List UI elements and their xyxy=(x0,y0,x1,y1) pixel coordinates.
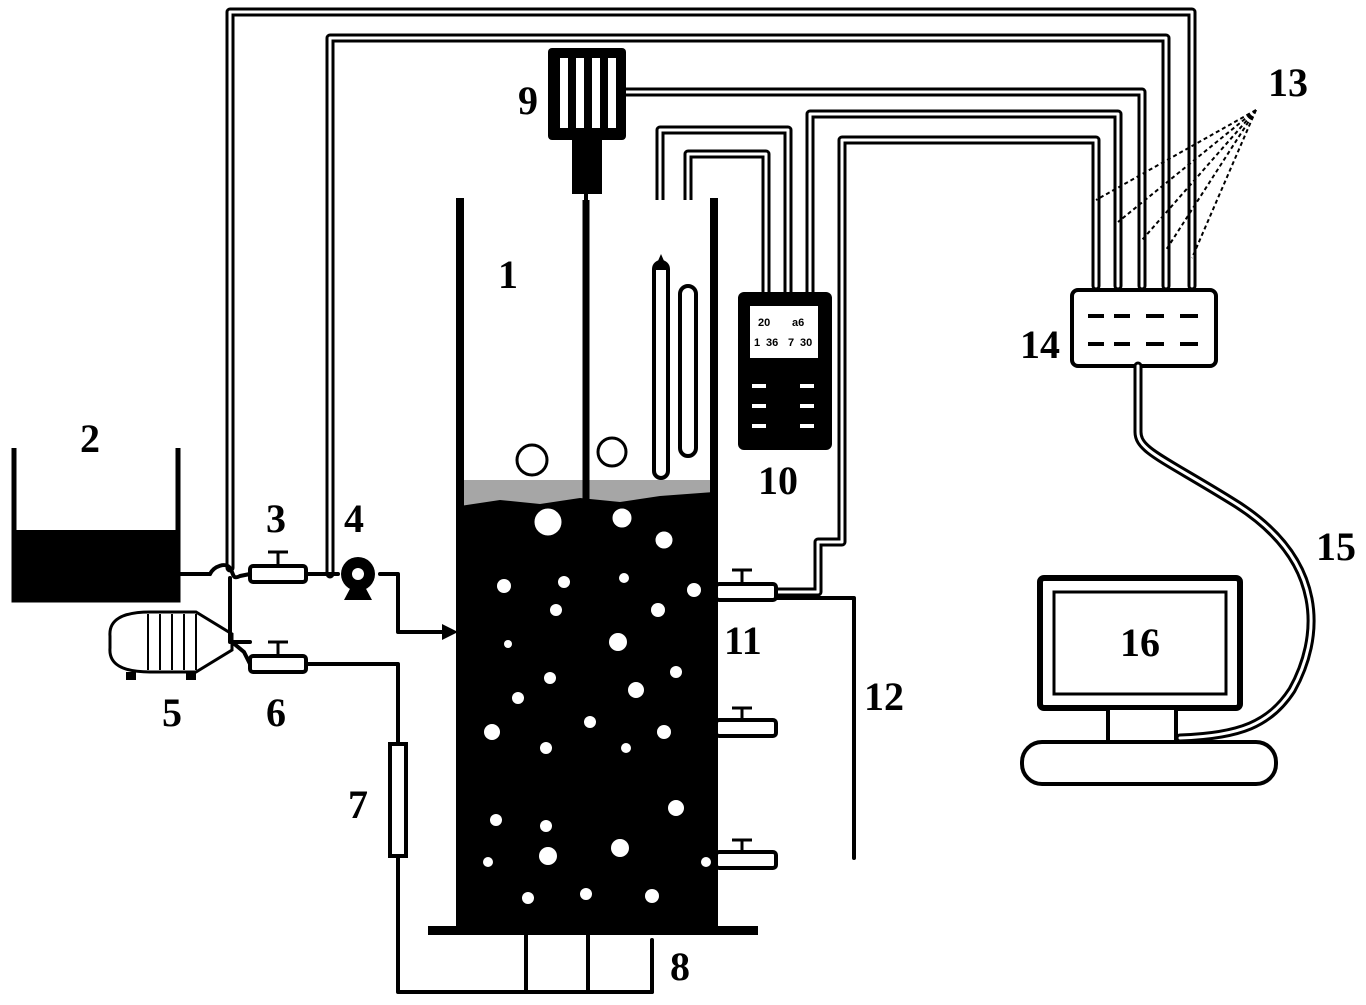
reactor-column xyxy=(428,198,758,935)
feed-valve xyxy=(248,550,308,584)
label-acquisition: 14 xyxy=(1020,322,1060,367)
data-acquisition-module xyxy=(1070,288,1218,368)
label-compressor: 5 xyxy=(162,690,182,735)
label-valve-feed: 3 xyxy=(266,496,286,541)
label-flowmeter: 7 xyxy=(348,782,368,827)
meter-readout-r1r: a6 xyxy=(792,317,804,329)
drain-pipe xyxy=(774,596,856,860)
peristaltic-pump xyxy=(341,557,375,600)
computer xyxy=(1020,575,1278,786)
cable-pointer-lines xyxy=(1095,109,1257,259)
label-aerator: 8 xyxy=(670,944,690,989)
label-meter: 10 xyxy=(758,458,798,503)
feed-tank xyxy=(11,448,181,603)
label-reactor: 1 xyxy=(498,252,518,297)
label-data-cable: 15 xyxy=(1316,524,1356,569)
label-tank: 2 xyxy=(80,416,100,461)
label-drain: 12 xyxy=(864,674,904,719)
meter-readout-r2d: 30 xyxy=(800,337,812,349)
label-sample-port: 11 xyxy=(724,618,762,663)
multi-parameter-meter: 20 a6 1 36 7 30 xyxy=(738,292,832,450)
label-stirrer: 9 xyxy=(518,78,538,123)
meter-readout-r2c: 7 xyxy=(788,337,794,349)
air-valve xyxy=(248,640,308,674)
label-valve-air: 6 xyxy=(266,690,286,735)
air-compressor xyxy=(108,610,234,680)
data-cable xyxy=(1133,361,1316,743)
component-labels: 1 2 3 4 5 6 7 8 9 10 11 12 13 14 15 16 xyxy=(80,60,1356,989)
label-pump: 4 xyxy=(344,496,364,541)
sampling-ports xyxy=(714,568,778,870)
meter-readout-r1l: 20 xyxy=(758,317,770,329)
gas-bubbles xyxy=(483,436,711,904)
signal-wires xyxy=(225,7,1197,597)
meter-readout-r2b: 36 xyxy=(766,337,778,349)
gas-flowmeter xyxy=(388,742,408,858)
stirrer-motor xyxy=(548,48,626,204)
meter-readout-r2a: 1 xyxy=(754,337,760,349)
label-computer: 16 xyxy=(1120,620,1160,665)
label-cables: 13 xyxy=(1268,60,1308,105)
aerator-base xyxy=(524,933,654,994)
feed-pipe xyxy=(176,563,458,640)
probes xyxy=(652,254,698,480)
